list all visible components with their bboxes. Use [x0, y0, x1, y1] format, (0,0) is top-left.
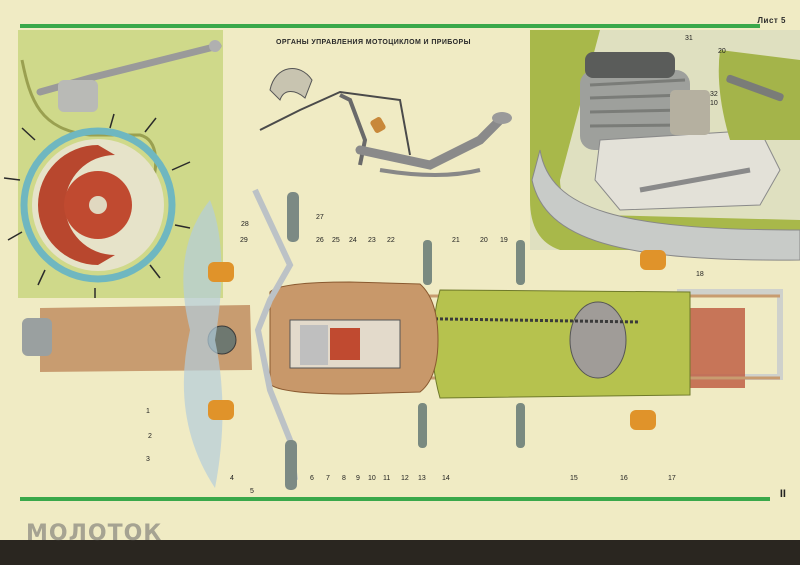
callout-8: 8	[342, 475, 346, 482]
brake-lever-knob	[209, 40, 221, 52]
callout-2: 2	[148, 433, 152, 440]
right-grip	[285, 440, 297, 490]
callout-4: 4	[230, 475, 234, 482]
cylinder-fins	[589, 78, 686, 128]
callout-21: 21	[452, 237, 460, 244]
rear-wheel	[690, 308, 745, 388]
callout-28: 28	[241, 221, 249, 228]
callout-25: 25	[332, 237, 340, 244]
tank-side	[530, 30, 800, 250]
watermark: МОЛОТОК	[26, 521, 163, 546]
motorcycle-illustration	[3, 24, 800, 501]
gear-pedal-linkage	[259, 90, 411, 156]
callout-6: 6	[310, 475, 314, 482]
left-footpeg-rear	[516, 240, 525, 285]
callout-20-top: 20	[718, 48, 726, 55]
front-right-indicator	[208, 400, 234, 420]
battery	[569, 301, 627, 379]
top-green-rule	[20, 24, 760, 28]
clutch-band-ring	[269, 68, 313, 101]
gearshift-top	[726, 74, 784, 102]
engine-crankcase	[594, 129, 781, 211]
plate-title: ОРГАНЫ УПРАВЛЕНИЯ МОТОЦИКЛОМ И ПРИБОРЫ	[276, 39, 471, 46]
callout-11: 11	[383, 475, 391, 482]
callout-18: 18	[696, 271, 704, 278]
callout-29: 29	[240, 237, 248, 244]
bottom-strip	[0, 540, 800, 565]
callout-31: 31	[685, 35, 693, 42]
rear-right-indicator	[630, 410, 656, 430]
page-number: II	[779, 488, 786, 500]
brake-drum-ring	[20, 127, 176, 283]
rear-brake-pedal	[355, 115, 505, 170]
diagram-sheet: Лист 5 ОРГАНЫ УПРАВЛЕНИЯ МОТОЦИКЛОМ И ПР…	[0, 0, 800, 540]
piston	[330, 328, 360, 360]
bottom-green-rule	[20, 497, 770, 501]
callout-19: 19	[500, 237, 508, 244]
callout-10-top: 10	[710, 100, 718, 107]
seat	[432, 289, 691, 399]
brake-lever-clamp	[58, 80, 98, 112]
gear-knuckle	[370, 117, 386, 133]
rear-left-indicator	[640, 250, 666, 270]
callout-12: 12	[401, 475, 409, 482]
callout-7: 7	[326, 475, 330, 482]
gear-lever-rod	[379, 168, 481, 177]
brake-shoe-plate	[38, 145, 115, 265]
callout-26: 26	[316, 237, 324, 244]
front-left-indicator	[208, 262, 234, 282]
callout-32: 32	[710, 91, 718, 98]
callout-9: 9	[356, 475, 360, 482]
callout-15: 15	[570, 475, 578, 482]
carburetor	[670, 90, 710, 135]
headlight	[22, 318, 52, 356]
callout-5: 5	[250, 488, 254, 495]
callout-23: 23	[368, 237, 376, 244]
callout-13: 13	[418, 475, 426, 482]
tank-rear-panel	[718, 50, 800, 140]
brake-cable	[20, 59, 158, 191]
left-grip	[287, 192, 299, 242]
callout-22: 22	[387, 237, 395, 244]
callout-20: 20	[480, 237, 488, 244]
sheet-label: Лист 5	[757, 16, 786, 25]
callout-1: 1	[146, 408, 150, 415]
callout-24: 24	[349, 237, 357, 244]
brake-spokes	[3, 113, 191, 298]
brake-hub	[89, 196, 107, 214]
cylinder-head	[585, 52, 675, 78]
callout-17: 17	[668, 475, 676, 482]
callout-10: 10	[368, 475, 376, 482]
left-footpeg-front	[423, 240, 432, 285]
callout-14: 14	[442, 475, 450, 482]
brake-pedal-pad	[492, 112, 512, 124]
engine-fins	[300, 325, 328, 365]
callout-16: 16	[620, 475, 628, 482]
exhaust-pipe-top	[531, 149, 800, 261]
drive-chain	[379, 316, 641, 324]
right-footpeg-front	[418, 403, 427, 448]
callout-27: 27	[316, 214, 324, 221]
kickstart-lever-top	[639, 167, 751, 193]
right-footpeg-rear	[516, 403, 525, 448]
callout-3: 3	[146, 456, 150, 463]
